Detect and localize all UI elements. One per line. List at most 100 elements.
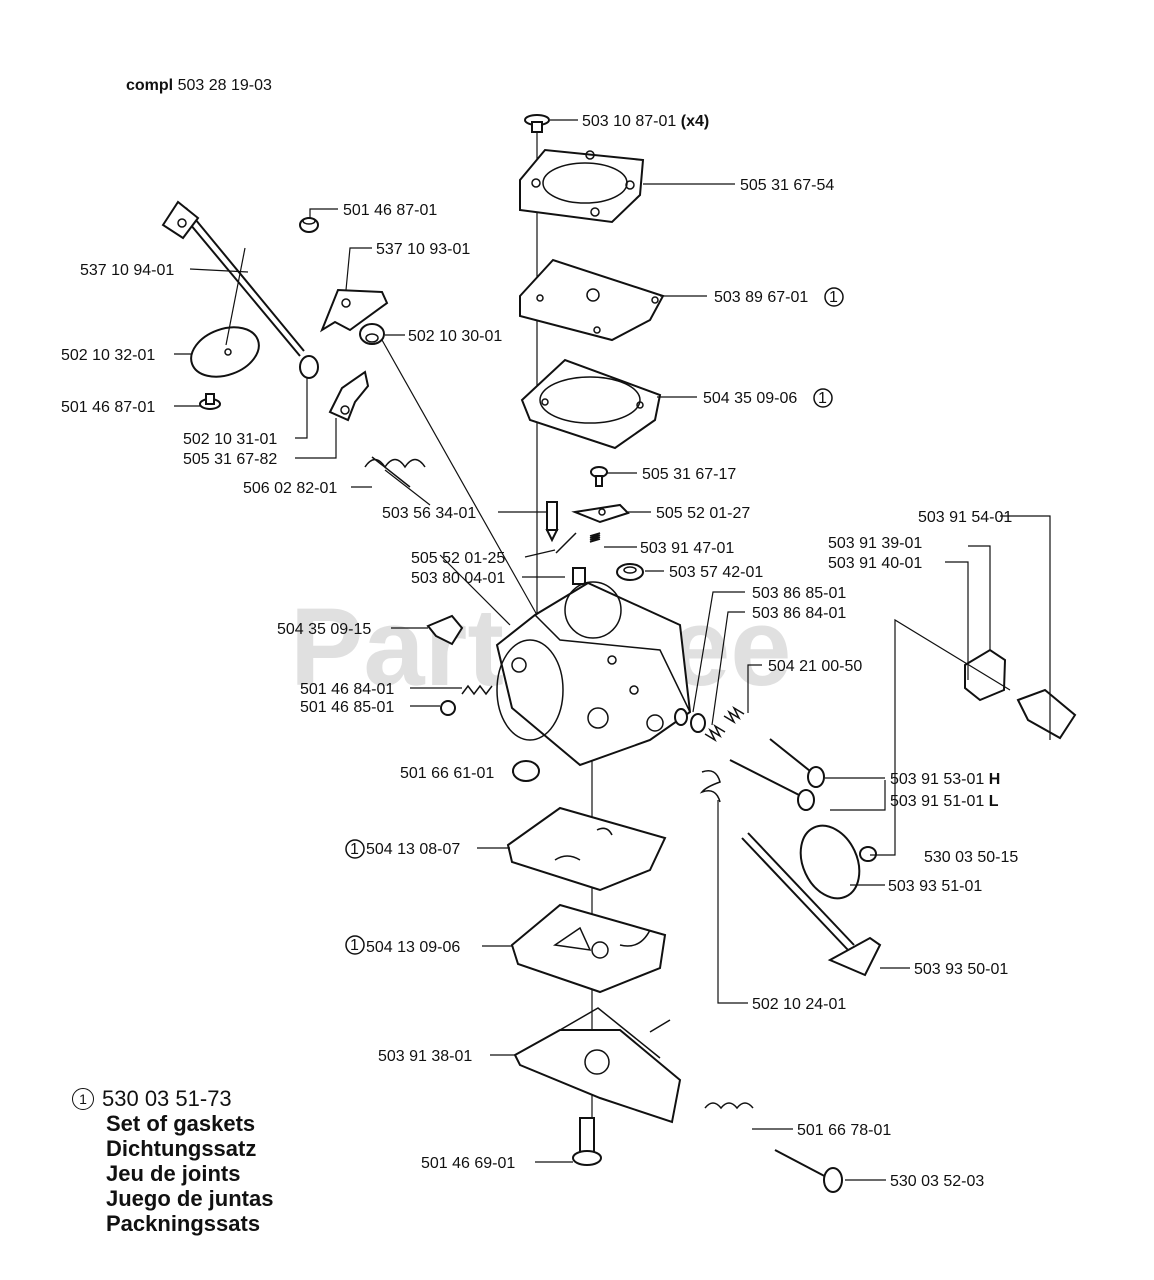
- metering-diaphragm: [506, 806, 667, 892]
- choke-bushing-upper: [299, 217, 319, 233]
- pump-gasket: [520, 358, 662, 450]
- metering-lever: [571, 503, 630, 524]
- adjuster-screw-lower: [774, 1149, 843, 1193]
- label-537-10-94-01: 537 10 94-01: [80, 262, 174, 279]
- pump-diaphragm: [519, 258, 665, 342]
- assembly-header: compl 503 28 19-03: [126, 77, 272, 94]
- label-504-35-09-06: 504 35 09-06: [703, 390, 797, 407]
- throttle-shaft: [741, 832, 882, 977]
- high-needle-spring: [723, 706, 745, 724]
- label-501-46-87-01-upper: 501 46 87-01: [343, 202, 437, 219]
- carburetor-body: [495, 581, 692, 767]
- throttle-bushing: [359, 323, 385, 345]
- legend-line-en: Set of gaskets: [106, 1111, 256, 1136]
- legend-line-de: Dichtungssatz: [106, 1136, 257, 1161]
- gasket-set-marker: [813, 388, 833, 408]
- label-503-91-39-01: 503 91 39-01: [828, 535, 922, 552]
- label-537-10-93-01: 537 10 93-01: [376, 241, 470, 258]
- cover-screw-lower: [572, 1117, 602, 1166]
- label-504-21-00-50: 504 21 00-50: [768, 658, 862, 675]
- label-530-03-52-03: 530 03 52-03: [890, 1173, 984, 1190]
- label-504-13-09-06: 504 13 09-06: [366, 939, 460, 956]
- idle-adjuster: [426, 614, 464, 646]
- lever-pin: [555, 532, 577, 554]
- inlet-needle: [545, 501, 559, 543]
- label-504-35-09-15: 504 35 09-15: [277, 621, 371, 638]
- legend-line-sv: Packningssats: [106, 1211, 261, 1236]
- gasket-set-marker-text: 1: [818, 390, 827, 407]
- label-504-13-08-07: 504 13 08-07: [366, 841, 460, 858]
- choke-detent-ball: [299, 355, 319, 379]
- label-505-31-67-54: 505 31 67-54: [740, 177, 834, 194]
- throttle-return-spring: [364, 456, 426, 488]
- label-501-46-85-01: 501 46 85-01: [300, 699, 394, 716]
- label-503-91-53-01: 503 91 53-01 H: [890, 771, 1000, 788]
- gasket-set-marker-text: 1: [350, 841, 359, 858]
- low-needle-spring: [704, 724, 726, 742]
- lever-spring: [589, 532, 601, 543]
- pump-cover: [519, 148, 645, 224]
- label-502-10-32-01: 502 10 32-01: [61, 347, 155, 364]
- throttle-spring: [699, 770, 721, 803]
- label-503-86-85-01: 503 86 85-01: [752, 585, 846, 602]
- label-505-52-01-27: 505 52 01-27: [656, 505, 750, 522]
- legend-line-fr: Jeu de joints: [106, 1161, 241, 1186]
- label-505-31-67-82: 505 31 67-82: [183, 451, 277, 468]
- metering-screw: [590, 466, 608, 487]
- throttle-lever: [319, 288, 389, 333]
- throttle-valve-screw: [859, 846, 877, 862]
- gasket-set-marker-text: 1: [350, 937, 359, 954]
- label-505-52-01-25: 505 52 01-25: [411, 550, 505, 567]
- label-503-91-47-01: 503 91 47-01: [640, 540, 734, 557]
- label-502-10-24-01: 502 10 24-01: [752, 996, 846, 1013]
- idle-plug: [440, 700, 456, 716]
- idle-spring: [461, 684, 493, 696]
- label-503-80-04-01: 503 80 04-01: [411, 570, 505, 587]
- adjuster-spring-lower: [704, 1102, 754, 1110]
- gasket-set-marker: [824, 287, 844, 307]
- label-503-10-87-01: 503 10 87-01 (x4): [582, 113, 709, 130]
- label-503-91-38-01: 503 91 38-01: [378, 1048, 472, 1065]
- label-505-31-67-17: 505 31 67-17: [642, 466, 736, 483]
- label-503-91-40-01: 503 91 40-01: [828, 555, 922, 572]
- gasket-set-marker-text: 1: [829, 289, 838, 306]
- label-501-66-78-01: 501 66 78-01: [797, 1122, 891, 1139]
- label-503-86-84-01: 503 86 84-01: [752, 605, 846, 622]
- legend-part-number: 530 03 51-73: [102, 1086, 232, 1111]
- label-503-91-54-01: 503 91 54-01: [918, 509, 1012, 526]
- label-501-46-69-01: 501 46 69-01: [421, 1155, 515, 1172]
- choke-shaft: [161, 200, 305, 357]
- gasket-set-marker: [345, 935, 365, 955]
- label-503-56-34-01: 503 56 34-01: [382, 505, 476, 522]
- label-503-57-42-01: 503 57 42-01: [669, 564, 763, 581]
- low-needle: [729, 759, 815, 811]
- needle-seat: [572, 567, 586, 585]
- adjuster-limiter: [1016, 688, 1077, 740]
- choke-screw: [199, 393, 221, 410]
- gasket-set-marker: [345, 839, 365, 859]
- label-503-91-51-01: 503 91 51-01 L: [890, 793, 999, 810]
- label-502-10-30-01: 502 10 30-01: [408, 328, 502, 345]
- label-530-03-50-15: 530 03 50-15: [924, 849, 1018, 866]
- high-needle: [769, 738, 825, 788]
- throttle-valve: [799, 824, 861, 900]
- welch-plug: [616, 563, 644, 581]
- label-506-02-82-01: 506 02 82-01: [243, 480, 337, 497]
- gasket-set-legend: 1 530 03 51-73 Set of gaskets Dichtungssa…: [72, 1086, 372, 1236]
- choke-valve: [190, 326, 260, 378]
- metering-gasket: [510, 903, 667, 994]
- label-501-46-84-01: 501 46 84-01: [300, 681, 394, 698]
- sealing-ring-b: [690, 713, 706, 733]
- legend-line-es: Juego de juntas: [106, 1186, 274, 1211]
- label-503-93-50-01: 503 93 50-01: [914, 961, 1008, 978]
- choke-lever: [328, 370, 370, 422]
- label-502-10-31-01: 502 10 31-01: [183, 431, 277, 448]
- label-501-46-87-01-lower: 501 46 87-01: [61, 399, 155, 416]
- label-503-89-67-01: 503 89 67-01: [714, 289, 808, 306]
- legend-part-row: 1 530 03 51-73: [72, 1086, 372, 1111]
- fuel-screen: [512, 760, 540, 782]
- metering-cover: [513, 1007, 682, 1124]
- gasket-set-marker: 1: [72, 1088, 94, 1110]
- sealing-ring-a: [674, 708, 688, 726]
